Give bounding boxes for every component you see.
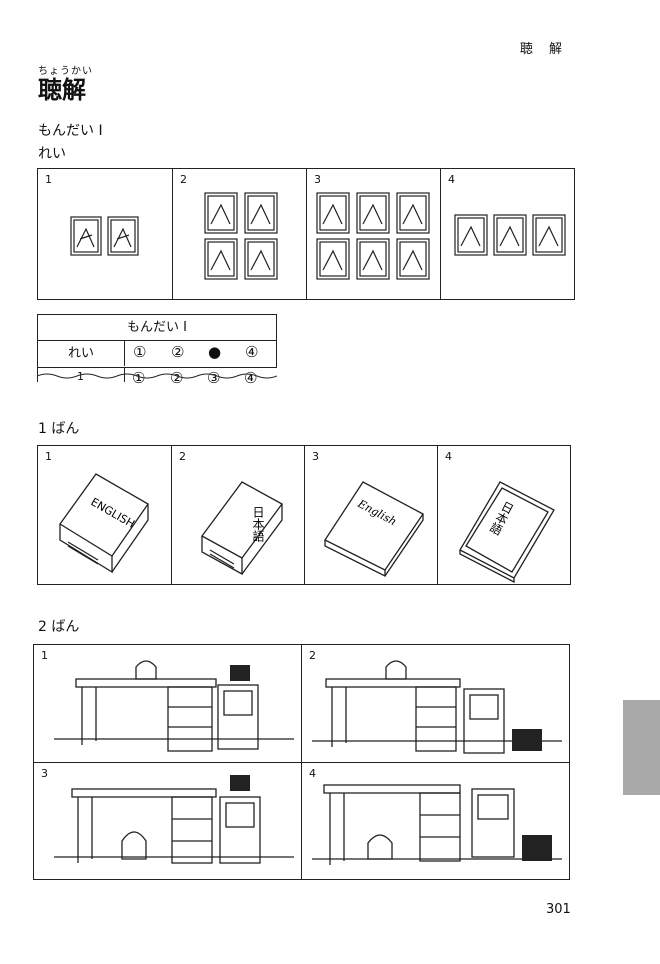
stamps-six-image [316,192,430,280]
q1-option-1: 1 ENGLISH [38,446,171,584]
desk-bag-on-top-image [54,660,294,752]
answer-sheet: もんだい I れい ① ② ● ④ 1 ① ② ③ ④ [37,314,279,384]
q2-option-1: 1 [34,645,302,763]
title-ruby: ちょうかい [38,66,93,77]
option-number: 3 [41,767,48,780]
q2-label: 2 ばん [38,619,80,635]
stamps-two-image [70,216,139,256]
option-number: 4 [309,767,316,780]
example-option-3: 3 [306,169,440,299]
option-number: 4 [445,450,452,463]
answer-row-label: れい [38,341,125,366]
answer-next-option-2: ② [170,369,184,384]
option-number: 3 [314,173,321,186]
book-title-text: English [355,497,399,529]
answer-row-next-label: 1 [77,370,84,383]
example-label: れい [38,146,66,162]
example-option-1: 1 [38,169,172,299]
answer-sheet-header: もんだい I [37,314,277,340]
option-number: 3 [312,450,319,463]
q2-option-4: 4 [302,763,569,879]
q1-option-3: 3 English [304,446,437,584]
answer-next-option-4: ④ [244,369,258,384]
torn-edge [37,373,277,379]
option-number: 1 [41,649,48,662]
q2-panel: 1 2 [33,644,570,880]
section-header-label: 聴 解 [519,42,568,57]
book-japanese-thick-image: 日本語 [201,481,283,576]
q1-option-4: 4 日本語 [437,446,570,584]
q2-option-3: 3 [34,763,302,879]
book-title-text: ENGLISH [89,495,137,530]
desk-bag-beside-image [312,660,562,754]
q1-label: 1 ばん [38,421,80,437]
example-option-4: 4 [440,169,574,299]
q1-option-2: 2 日本語 [171,446,304,584]
q1-panel: 1 ENGLISH 2 日本語 3 [37,445,571,585]
answer-option-2[interactable]: ② [171,343,185,361]
answer-option-1[interactable]: ① [133,343,147,361]
q2-option-2: 2 [302,645,569,763]
option-number: 2 [309,649,316,662]
chapter-side-tab [623,700,660,795]
option-number: 2 [179,450,186,463]
answer-option-4[interactable]: ④ [245,343,259,361]
answer-option-3-filled[interactable]: ● [208,343,222,361]
option-number: 2 [180,173,187,186]
option-number: 1 [45,173,52,186]
book-japanese-thin-image: 日本語 [459,481,555,584]
answer-next-option-3: ③ [207,369,221,384]
stamps-four-image [204,192,278,280]
option-number: 1 [45,450,52,463]
example-panel: 1 2 3 [37,168,575,300]
book-title-text: 日本語 [251,506,265,542]
answer-row-next-cut: 1 ① ② ③ ④ [37,368,277,384]
page-title: 聴解 [38,76,86,104]
book-english-thick-image: ENGLISH [59,473,149,574]
desk-bag-under-image [54,775,294,864]
page-number: 301 [546,902,571,917]
option-number: 4 [448,173,455,186]
answer-row-example: れい ① ② ● ④ [37,340,277,368]
example-option-2: 2 [172,169,306,299]
desk-bag-under-beside-image [312,784,562,865]
book-english-thin-image: English [324,481,424,578]
stamps-three-image [454,214,566,256]
mondai-label: もんだい I [38,123,103,139]
